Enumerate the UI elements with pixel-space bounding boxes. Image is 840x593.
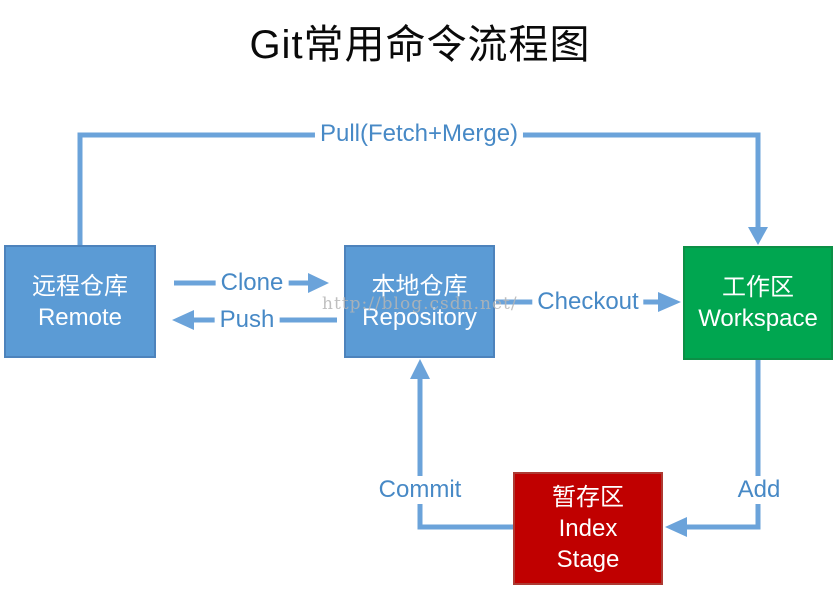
- index-label-en2: Stage: [556, 546, 620, 573]
- remote-label-en: Remote: [37, 303, 123, 331]
- add-arrowhead-icon: [665, 517, 687, 537]
- remote-label-zh: 远程仓库: [32, 272, 128, 300]
- push-arrowhead-icon: [172, 310, 194, 330]
- add-line: [685, 360, 761, 530]
- checkout-edge-label: Checkout: [532, 288, 644, 316]
- index-label-en1: Index: [558, 515, 618, 542]
- add-edge-label: Add: [732, 476, 786, 504]
- node-index: 暂存区 Index Stage: [513, 472, 663, 585]
- commit-arrowhead-icon: [410, 359, 430, 379]
- pull-line: [77, 132, 761, 245]
- repository-label-zh: 本地仓库: [371, 272, 468, 300]
- repository-label-en: Repository: [362, 303, 477, 331]
- csdn-watermark: http://blog.csdn.net/: [322, 294, 518, 314]
- index-label-zh: 暂存区: [552, 484, 624, 511]
- clone-edge-label: Clone: [215, 269, 289, 297]
- node-workspace: 工作区 Workspace: [683, 246, 833, 360]
- pull-edge-label: Pull(Fetch+Merge): [314, 120, 524, 148]
- workspace-label-zh: 工作区: [722, 274, 794, 301]
- node-remote: 远程仓库 Remote: [4, 245, 156, 358]
- workspace-label-en: Workspace: [698, 305, 818, 332]
- pull-arrowhead-icon: [748, 227, 768, 245]
- clone-arrowhead-icon: [308, 273, 329, 293]
- push-edge-label: Push: [214, 306, 280, 334]
- checkout-arrowhead-icon: [658, 292, 681, 312]
- commit-line: [417, 376, 513, 530]
- commit-edge-label: Commit: [373, 476, 467, 504]
- diagram-title: Git常用命令流程图: [249, 23, 591, 67]
- node-repository: 本地仓库 Repository: [344, 245, 495, 358]
